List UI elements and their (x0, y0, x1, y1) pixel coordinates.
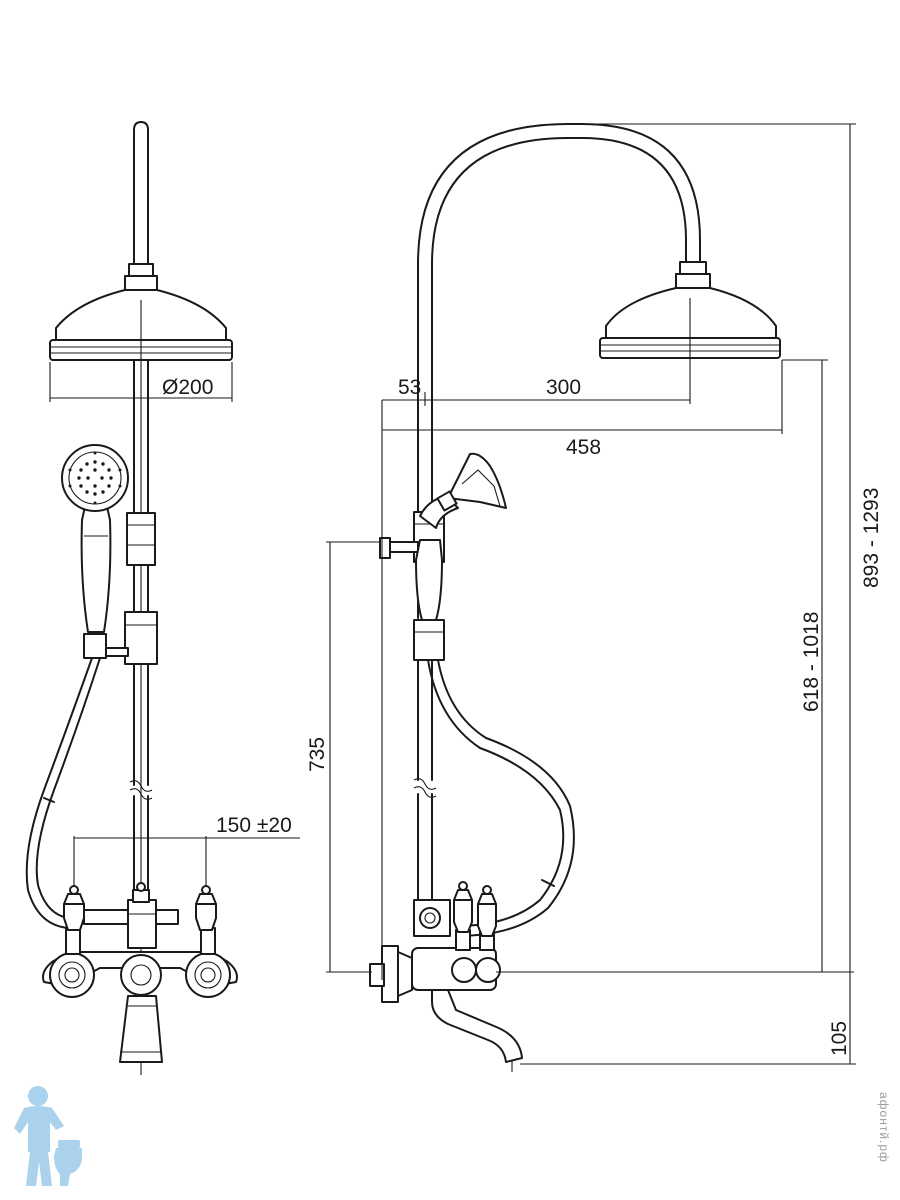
plumber-logo (14, 1086, 82, 1186)
side-wall-inlet (369, 963, 385, 987)
front-left-handle (63, 903, 85, 931)
dim-total-projection: 458 (566, 436, 601, 459)
watermark-site-text: афонтй.рф (877, 1092, 891, 1163)
dim-valve-centers: 150 ±20 (216, 814, 292, 837)
side-slide-holder (413, 619, 445, 661)
front-upper-coupling (126, 512, 156, 566)
front-shower-hose (25, 657, 93, 929)
dim-rain-head-diameter: Ø200 (162, 376, 213, 399)
dim-head-height-range: 618 - 1018 (800, 612, 823, 712)
front-spout (119, 995, 163, 1063)
side-shower-hose (427, 659, 565, 927)
front-hand-shower-nozzles (68, 451, 122, 505)
front-right-handle (195, 903, 217, 931)
front-head-nut (128, 263, 154, 277)
front-riser-top (133, 121, 149, 266)
dim-total-height-range: 893 - 1293 (860, 488, 883, 588)
side-handle-back (477, 903, 497, 937)
side-gooseneck-outer (417, 123, 701, 513)
side-rain-shower-head (605, 287, 777, 339)
dim-wall-offset: 53 (398, 376, 421, 399)
dim-spout-drop: 105 (828, 1021, 851, 1056)
front-diverter (127, 899, 157, 949)
front-holder-block (124, 611, 158, 665)
side-handle-front (453, 899, 473, 933)
front-handshower-holder (83, 633, 107, 659)
front-right-eccentric (185, 952, 231, 998)
front-center-outlet (120, 954, 162, 996)
side-spout (431, 989, 523, 1063)
front-left-eccentric (49, 952, 95, 998)
front-view: Ø200 150 ±20 (25, 121, 300, 1075)
side-view: 53 300 458 735 618 - 1018 893 - 1293 105 (306, 123, 883, 1072)
dim-arm-projection: 300 (546, 376, 581, 399)
front-hand-shower-head (61, 444, 129, 512)
front-hand-shower-handle (80, 501, 112, 633)
side-hand-shower-handle (415, 539, 443, 621)
side-gooseneck-inner (431, 137, 687, 513)
front-head-neck (124, 275, 158, 291)
dim-holder-height: 735 (306, 737, 329, 772)
side-hand-shower-head (447, 452, 507, 509)
